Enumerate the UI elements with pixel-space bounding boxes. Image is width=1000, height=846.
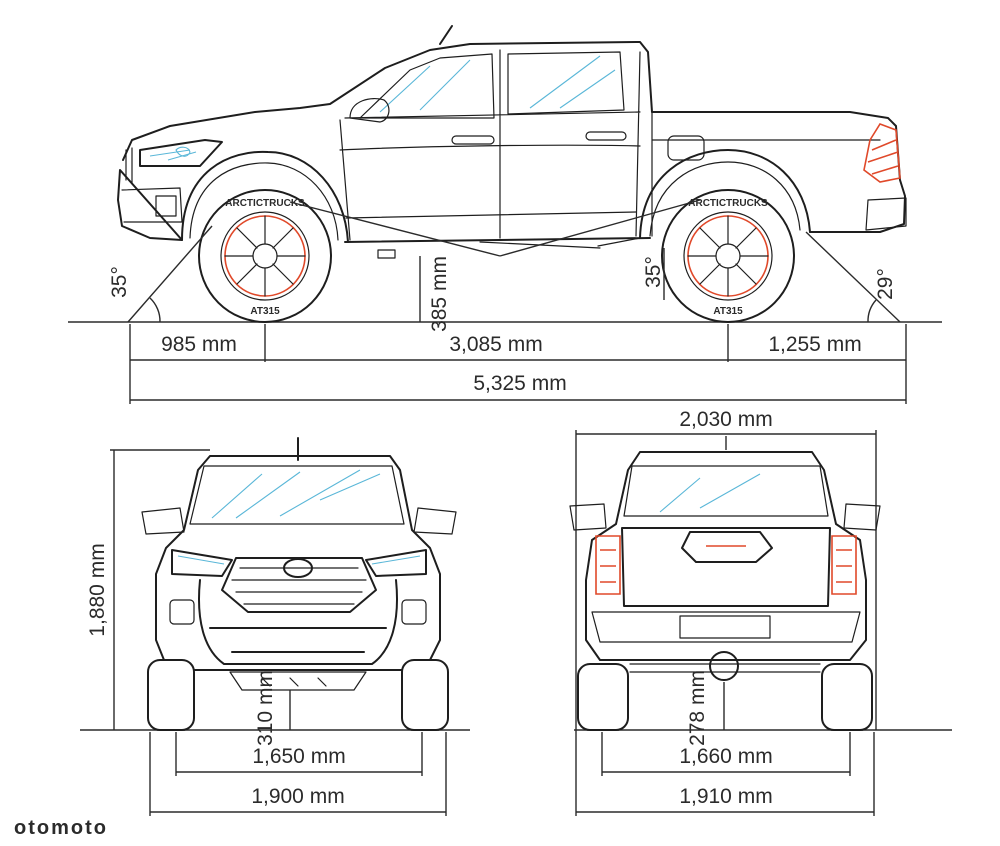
approach-angle-arc [149, 297, 161, 323]
watermark: otomoto [14, 817, 108, 839]
front-headlight-left [171, 549, 233, 577]
front-width-label: 1,900 mm [251, 785, 344, 808]
tailgate [621, 527, 831, 607]
rear-body-outline [585, 451, 867, 661]
side-antenna [439, 25, 453, 45]
ramp-angle-line-front [289, 201, 501, 257]
front-grille [221, 557, 377, 613]
rear-ground-clearance-label: 278 mm [686, 670, 709, 746]
rear-differential [709, 651, 739, 681]
skid-plate [229, 671, 367, 691]
rear-overhang-label: 1,255 mm [768, 333, 861, 356]
approach-angle-label: 35° [108, 266, 131, 298]
tailgate-handle [681, 531, 773, 563]
departure-angle-arc [867, 299, 877, 323]
front-view-tire-left [147, 659, 195, 731]
front-fender-flare [181, 150, 349, 243]
rear-window [623, 465, 829, 517]
overall-length-label: 5,325 mm [473, 372, 566, 395]
rear-mirror-left [569, 503, 607, 531]
rear-tire-model: AT315 [713, 306, 743, 317]
front-view: 1,880 mm 310 mm 1,650 mm 1,900 mm [80, 437, 470, 816]
ramp-angle-label: 35° [642, 256, 665, 288]
front-door-handle [451, 135, 495, 145]
side-body-outline [117, 41, 906, 243]
front-bumper [121, 147, 183, 223]
fog-lamp-right [401, 599, 427, 625]
approach-angle-line [127, 225, 213, 323]
rear-width-label: 1,910 mm [679, 785, 772, 808]
front-headlight-right [365, 549, 427, 577]
brand-emblem [283, 558, 313, 578]
front-bull-bar [198, 579, 398, 665]
rear-bumper [865, 197, 907, 231]
front-tire-model: AT315 [250, 306, 280, 317]
rear-track-label: 1,660 mm [679, 745, 772, 768]
side-ground-clearance-label: 385 mm [428, 256, 451, 332]
rear-view: 2,030 mm 278 mm 1,660 mm [569, 408, 952, 816]
rear-view-tire-right [821, 663, 873, 731]
front-mirror-right [413, 507, 457, 535]
rear-mirror-right [843, 503, 881, 531]
rear-view-bumper [591, 611, 861, 643]
rear-tire-brand: ARCTICTRUCKS [688, 198, 768, 209]
front-overhang-label: 985 mm [161, 333, 237, 356]
mirror-width-label: 2,030 mm [679, 408, 772, 431]
front-windshield [189, 465, 405, 525]
front-track-label: 1,650 mm [252, 745, 345, 768]
front-mirror-left [141, 507, 185, 535]
ramp-angle-line-rear [499, 199, 701, 257]
tail-light-left [595, 535, 621, 595]
front-tire-brand: ARCTICTRUCKS [225, 198, 305, 209]
front-view-tire-right [401, 659, 449, 731]
side-tail-light [863, 123, 901, 183]
side-view: ARCTICTRUCKS ARCTICTRUCKS AT315 AT315 35… [68, 25, 942, 404]
side-windows [359, 51, 625, 119]
side-headlight [139, 139, 223, 167]
fuel-cap [667, 135, 705, 161]
tail-light-right [831, 535, 857, 595]
cab-pillars [339, 49, 641, 241]
rear-door-handle [585, 131, 627, 141]
rear-axle [629, 663, 821, 673]
door-belt-line [339, 111, 881, 237]
fog-lamp-left [169, 599, 195, 625]
rear-tire [661, 189, 795, 323]
departure-angle-label: 29° [874, 268, 897, 300]
front-ground-clearance-label: 310 mm [254, 670, 277, 746]
departure-angle-line [805, 231, 901, 323]
rear-view-tire-left [577, 663, 629, 731]
side-mirror [349, 97, 390, 123]
height-label: 1,880 mm [86, 543, 109, 636]
front-tire [198, 189, 332, 323]
wheelbase-label: 3,085 mm [449, 333, 542, 356]
